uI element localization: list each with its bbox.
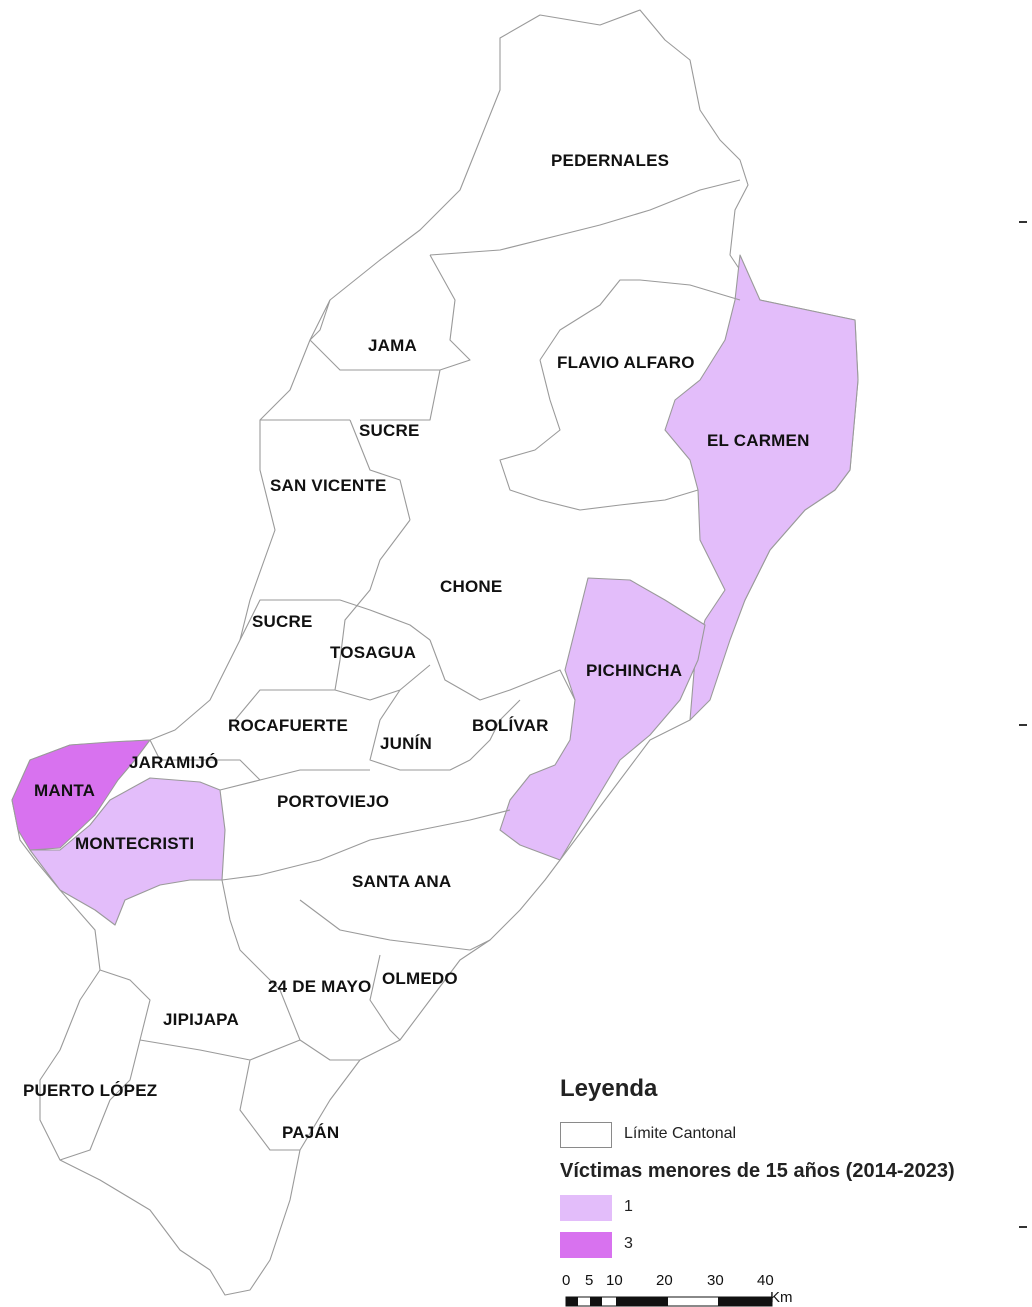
legend-subtitle: Víctimas menores de 15 años (2014-2023) — [560, 1160, 955, 1182]
label-olmedo: OLMEDO — [382, 969, 458, 988]
frame-tick — [1019, 1226, 1027, 1228]
frame-tick — [1019, 221, 1027, 223]
scale-number-5: 5 — [585, 1272, 594, 1289]
label-manta: MANTA — [34, 781, 96, 800]
scale-number-20: 20 — [656, 1272, 673, 1289]
frame-tick — [1019, 724, 1027, 726]
label-sucre: SUCRE — [252, 612, 313, 631]
scale-number-40: 40 — [757, 1272, 774, 1289]
legend-boundary-label: Límite Cantonal — [624, 1125, 737, 1142]
scale-number-30: 30 — [707, 1272, 724, 1289]
scale-number-10: 10 — [606, 1272, 623, 1289]
label-puerto-lopez: PUERTO LÓPEZ — [23, 1081, 158, 1100]
label-rocafuerte: ROCAFUERTE — [228, 716, 349, 735]
legend-class-3-label: 3 — [624, 1235, 633, 1252]
label-junin: JUNÍN — [380, 734, 433, 753]
legend-boundary-swatch — [560, 1122, 612, 1148]
scale-unit: Km — [770, 1289, 793, 1306]
label-sucre-north: SUCRE — [359, 421, 420, 440]
scale-bar — [565, 1296, 773, 1307]
legend-class-1-swatch — [560, 1195, 612, 1221]
label-bolivar: BOLÍVAR — [472, 716, 549, 735]
legend-class-1-label: 1 — [624, 1198, 633, 1215]
canton-el-carmen[interactable] — [664, 254, 859, 721]
label-jama: JAMA — [368, 336, 417, 355]
canton-montecristi[interactable] — [29, 777, 226, 926]
label-san-vicente: SAN VICENTE — [270, 476, 387, 495]
boundary-lines — [59, 179, 741, 1161]
legend-class-3-swatch — [560, 1232, 612, 1258]
label-portoviejo: PORTOVIEJO — [277, 792, 390, 811]
label-el-carmen: EL CARMEN — [707, 431, 810, 450]
label-montecristi: MONTECRISTI — [75, 834, 195, 853]
label-santa-ana: SANTA ANA — [352, 872, 452, 891]
label-jipijapa: JIPIJAPA — [163, 1010, 239, 1029]
label-tosagua: TOSAGUA — [330, 643, 417, 662]
label-pedernales: PEDERNALES — [551, 151, 670, 170]
label-24-de-mayo: 24 DE MAYO — [268, 977, 372, 996]
legend-title: Leyenda — [560, 1075, 658, 1102]
label-flavio-alfaro: FLAVIO ALFARO — [557, 353, 695, 372]
canton-manta[interactable] — [11, 739, 151, 851]
canton-pichincha[interactable] — [499, 577, 706, 861]
label-chone: CHONE — [440, 577, 503, 596]
label-pichincha: PICHINCHA — [586, 661, 683, 680]
label-pajan: PAJÁN — [282, 1123, 340, 1142]
scale-number-0: 0 — [562, 1272, 571, 1289]
label-jaramijo: JARAMIJÓ — [129, 753, 219, 772]
